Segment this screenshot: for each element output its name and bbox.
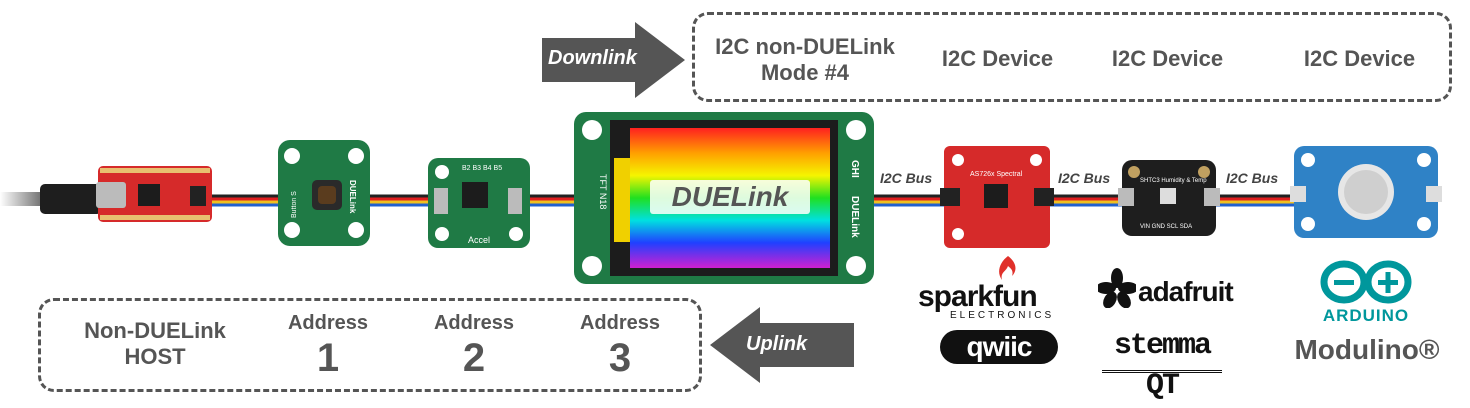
- downlink-device-4: I2C Device: [1272, 46, 1447, 72]
- usb-plug: [40, 184, 102, 214]
- downlink-device-1-line1: I2C non-DUELink: [715, 34, 895, 59]
- uplink-host-box: [38, 298, 702, 392]
- cable-5: [1050, 194, 1125, 207]
- display-maker: GHI: [849, 160, 860, 178]
- modulino-wordmark: Modulino®: [1294, 334, 1440, 365]
- display-module: DUELink TFT N18 GHI DUELink: [574, 112, 874, 284]
- downlink-device-4-line1: I2C Device: [1303, 46, 1416, 71]
- sparkfun-subtitle: ELECTRONICS: [950, 310, 1055, 321]
- cable-2: [366, 194, 430, 207]
- cable-6: [1215, 194, 1296, 207]
- uplink-arrow: [710, 307, 854, 383]
- address-2: Address 2: [414, 310, 534, 380]
- i2c-bus-label-3: I2C Bus: [1226, 170, 1279, 186]
- host-label-line1: Non-DUELink: [84, 318, 226, 343]
- downlink-device-3-line1: I2C Device: [1111, 46, 1224, 71]
- display-logo: DUELink: [672, 181, 790, 212]
- downlink-arrow: [542, 22, 685, 98]
- address-1-number: 1: [316, 336, 340, 380]
- button-module-silk: Button S: [291, 191, 298, 218]
- downlink-device-1-line2: Mode #4: [760, 60, 850, 85]
- address-2-number: 2: [462, 336, 486, 380]
- host-label-line2: HOST: [124, 344, 186, 369]
- accel-module-silk: Accel: [468, 235, 490, 245]
- address-1: Address 1: [268, 310, 388, 380]
- sparkfun-flame-icon: [999, 256, 1016, 280]
- downlink-device-1: I2C non-DUELink Mode #4: [700, 34, 910, 86]
- cable-1: [210, 194, 282, 207]
- adafruit-board: SHTC3 Humidity & Temp VIN GND SCL SDA: [1118, 160, 1220, 236]
- arduino-infinity-icon: [1320, 260, 1412, 304]
- qwiic-badge: qwiic: [940, 330, 1058, 364]
- downlink-devices-box: [692, 12, 1452, 102]
- i2c-bus-label-2: I2C Bus: [1058, 170, 1111, 186]
- cable-segments: [210, 194, 1296, 207]
- address-2-label: Address: [433, 312, 515, 334]
- uplink-label: Uplink: [746, 333, 808, 355]
- adafruit-logo: adafruit: [1098, 268, 1248, 318]
- address-3: Address 3: [560, 310, 680, 380]
- downlink-label: Downlink: [548, 47, 637, 69]
- arduino-logo: ARDUINO: [1306, 258, 1426, 328]
- sparkfun-board: AS726x Spectral: [940, 146, 1054, 248]
- downlink-device-2: I2C Device: [910, 46, 1085, 72]
- downlink-device-2-line1: I2C Device: [941, 46, 1054, 71]
- button-module-brand: DUELink: [348, 180, 357, 214]
- host-board: [96, 166, 212, 222]
- button-module: Button S DUELink: [278, 140, 370, 246]
- display-brand: DUELink: [849, 196, 860, 238]
- adafruit-board-pins: VIN GND SCL SDA: [1140, 224, 1192, 230]
- i2c-bus-label-1: I2C Bus: [880, 170, 933, 186]
- arduino-wordmark: ARDUINO: [1322, 306, 1410, 325]
- sparkfun-wordmark: sparkfun: [918, 280, 1038, 313]
- cable-3: [530, 194, 578, 207]
- accel-module-pins: B2 B3 B4 B5: [462, 165, 502, 172]
- modulino-board: [1290, 146, 1442, 238]
- qwiic-label: qwiic: [966, 331, 1032, 362]
- address-3-label: Address: [579, 312, 661, 334]
- address-1-label: Address: [287, 312, 369, 334]
- cable-4: [872, 194, 945, 207]
- module-chain: Button S DUELink B2 B3 B4 B5 Accel DUELi…: [0, 112, 1442, 284]
- address-3-number: 3: [608, 336, 632, 380]
- adafruit-wordmark: adafruit: [1138, 276, 1234, 307]
- stemma-qt-badge: stemma QT: [1102, 326, 1222, 403]
- display-silk: TFT N18: [598, 174, 608, 209]
- stemma-qt-label: stemma QT: [1113, 329, 1212, 403]
- sparkfun-board-silk: AS726x Spectral: [970, 171, 1023, 178]
- accel-module: B2 B3 B4 B5 Accel: [428, 158, 530, 248]
- sparkfun-logo: sparkfun ELECTRONICS: [918, 254, 1068, 324]
- adafruit-board-silk: SHTC3 Humidity & Temp: [1140, 178, 1207, 184]
- downlink-device-3: I2C Device: [1080, 46, 1255, 72]
- adafruit-flower-icon: [1098, 268, 1136, 308]
- host-label: Non-DUELink HOST: [50, 318, 260, 370]
